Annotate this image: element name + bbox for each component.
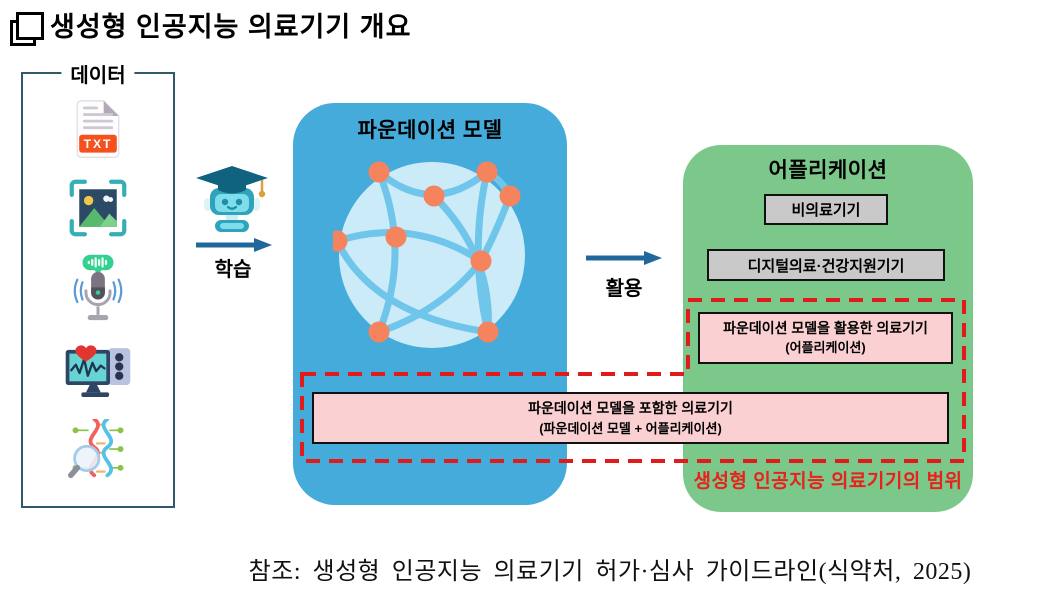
image-data-icon: [69, 179, 127, 237]
app-medical-device-line2: (어플리케이션): [785, 339, 866, 355]
checkbox-bullet-icon: [10, 12, 44, 46]
app-medical-device-box: 파운데이션 모델을 활용한 의료기기 (어플리케이션): [698, 312, 953, 364]
scope-label: 생성형 인공지능 의료기기의 범위: [693, 471, 963, 492]
data-panel-label: 데이터: [61, 59, 135, 88]
combined-medical-device-box: 파운데이션 모델을 포함한 의료기기 (파운데이션 모델 + 어플리케이션): [312, 392, 949, 444]
text-document-icon: TXT: [76, 100, 120, 159]
learn-label: 학습: [214, 259, 252, 281]
non-medical-device-box: 비의료기기: [764, 194, 888, 225]
use-arrow-icon: [586, 251, 662, 265]
use-label: 활용: [605, 278, 643, 300]
source-caption: 참조: 생성형 인공지능 의료기기 허가·심사 가이드라인(식약처, 2025): [248, 559, 972, 585]
non-medical-device-label: 비의료기기: [791, 202, 861, 219]
application-title: 어플리케이션: [768, 159, 888, 182]
combined-medical-device-line2: (파운데이션 모델 + 어플리케이션): [539, 420, 722, 436]
page-title: 생성형 인공지능 의료기기 개요: [50, 12, 412, 42]
voice-audio-icon: [73, 254, 123, 321]
data-icon-list: TXT: [23, 74, 173, 506]
genomic-data-icon: [68, 419, 124, 479]
learn-arrow-icon: [196, 238, 272, 252]
application-box: 어플리케이션 비의료기기 디지털의료·건강지원기기 파운데이션 모델을 활용한 …: [683, 145, 973, 512]
robot-graduate-icon: [196, 166, 268, 232]
foundation-model-box: 파운데이션 모델: [293, 103, 567, 505]
txt-badge-label: TXT: [84, 137, 113, 151]
app-medical-device-line1: 파운데이션 모델을 활용한 의료기기: [723, 320, 928, 337]
vital-monitor-icon: [65, 345, 131, 397]
data-panel: 데이터 TXT: [21, 59, 175, 508]
network-globe-icon: [333, 161, 525, 348]
foundation-model-title: 파운데이션 모델: [357, 119, 503, 142]
digital-health-device-box: 디지털의료·건강지원기기: [707, 249, 945, 281]
combined-medical-device-line1: 파운데이션 모델을 포함한 의료기기: [528, 399, 733, 416]
digital-health-device-label: 디지털의료·건강지원기기: [747, 257, 905, 275]
title-row: 생성형 인공지능 의료기기 개요: [10, 10, 411, 46]
